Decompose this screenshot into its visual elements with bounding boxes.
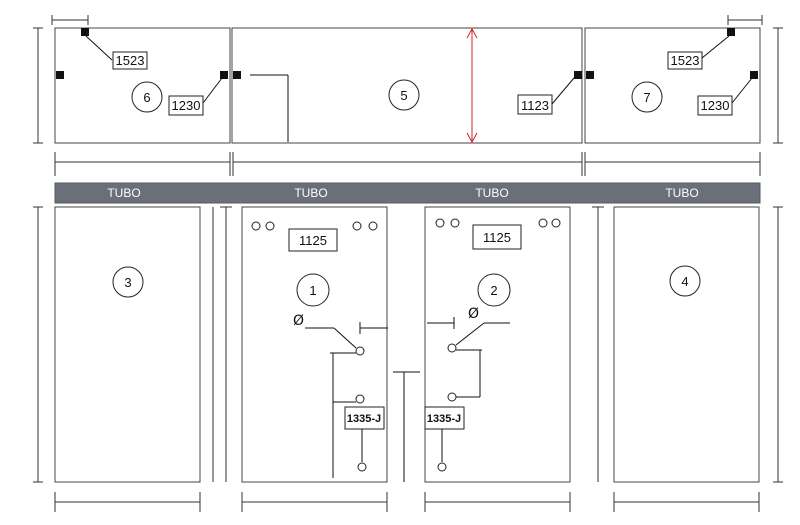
upper-panel-5: 5 1123 bbox=[231, 27, 583, 144]
panel-2-code: 1125 bbox=[483, 230, 511, 245]
tubo-label: TUBO bbox=[475, 186, 508, 200]
upper-panel-6: 1523 1230 6 bbox=[54, 27, 231, 144]
tubo-label: TUBO bbox=[294, 186, 327, 200]
tubo-rail: TUBO TUBO TUBO TUBO bbox=[54, 182, 761, 204]
upper-panel-7: 1523 1230 7 bbox=[584, 27, 761, 144]
upper-width-dimensions bbox=[54, 152, 761, 176]
lower-panel-4: 4 bbox=[613, 206, 760, 483]
panel-3-number: 3 bbox=[124, 275, 131, 290]
top-dimension-ticks bbox=[51, 15, 763, 25]
panel-1-code: 1125 bbox=[299, 233, 327, 248]
panel-6-handle-code: 1230 bbox=[172, 98, 201, 113]
diameter-icon: Ø bbox=[293, 313, 304, 329]
height-arrow bbox=[466, 27, 478, 144]
hinge-icon bbox=[56, 71, 64, 79]
lower-panel-2: 1125 2 Ø 1335-J bbox=[424, 206, 571, 483]
hinge-icon bbox=[750, 71, 758, 79]
hinge-icon bbox=[81, 28, 89, 36]
panel-1-handle-code: 1335-J bbox=[347, 413, 381, 425]
hinge-icon bbox=[586, 71, 594, 79]
panel-1-number: 1 bbox=[309, 283, 316, 298]
center-divider bbox=[393, 371, 420, 482]
lower-panel-1: 1125 1 Ø 1335-J bbox=[241, 206, 388, 483]
tubo-label: TUBO bbox=[665, 186, 698, 200]
panel-4-number: 4 bbox=[681, 274, 688, 289]
lower-panel-3: 3 bbox=[54, 206, 201, 483]
diameter-icon: Ø bbox=[468, 306, 479, 322]
hinge-icon bbox=[727, 28, 735, 36]
upper-side-dimensions bbox=[33, 27, 783, 144]
panel-5-number: 5 bbox=[400, 88, 407, 103]
panel-7-number: 7 bbox=[643, 90, 650, 105]
hinge-icon bbox=[233, 71, 241, 79]
panel-7-hinge-code: 1523 bbox=[671, 53, 700, 68]
panel-6-number: 6 bbox=[143, 90, 150, 105]
tubo-label: TUBO bbox=[107, 186, 140, 200]
hinge-icon bbox=[574, 71, 582, 79]
panel-2-handle-code: 1335-J bbox=[427, 413, 461, 425]
lower-width-dimensions bbox=[54, 492, 760, 512]
panel-6-hinge-code: 1523 bbox=[116, 53, 145, 68]
panel-7-handle-code: 1230 bbox=[701, 98, 730, 113]
panel-5-handle-code: 1123 bbox=[521, 98, 549, 113]
hinge-icon bbox=[220, 71, 228, 79]
panel-2-number: 2 bbox=[490, 283, 497, 298]
lower-side-dimensions bbox=[33, 206, 783, 483]
